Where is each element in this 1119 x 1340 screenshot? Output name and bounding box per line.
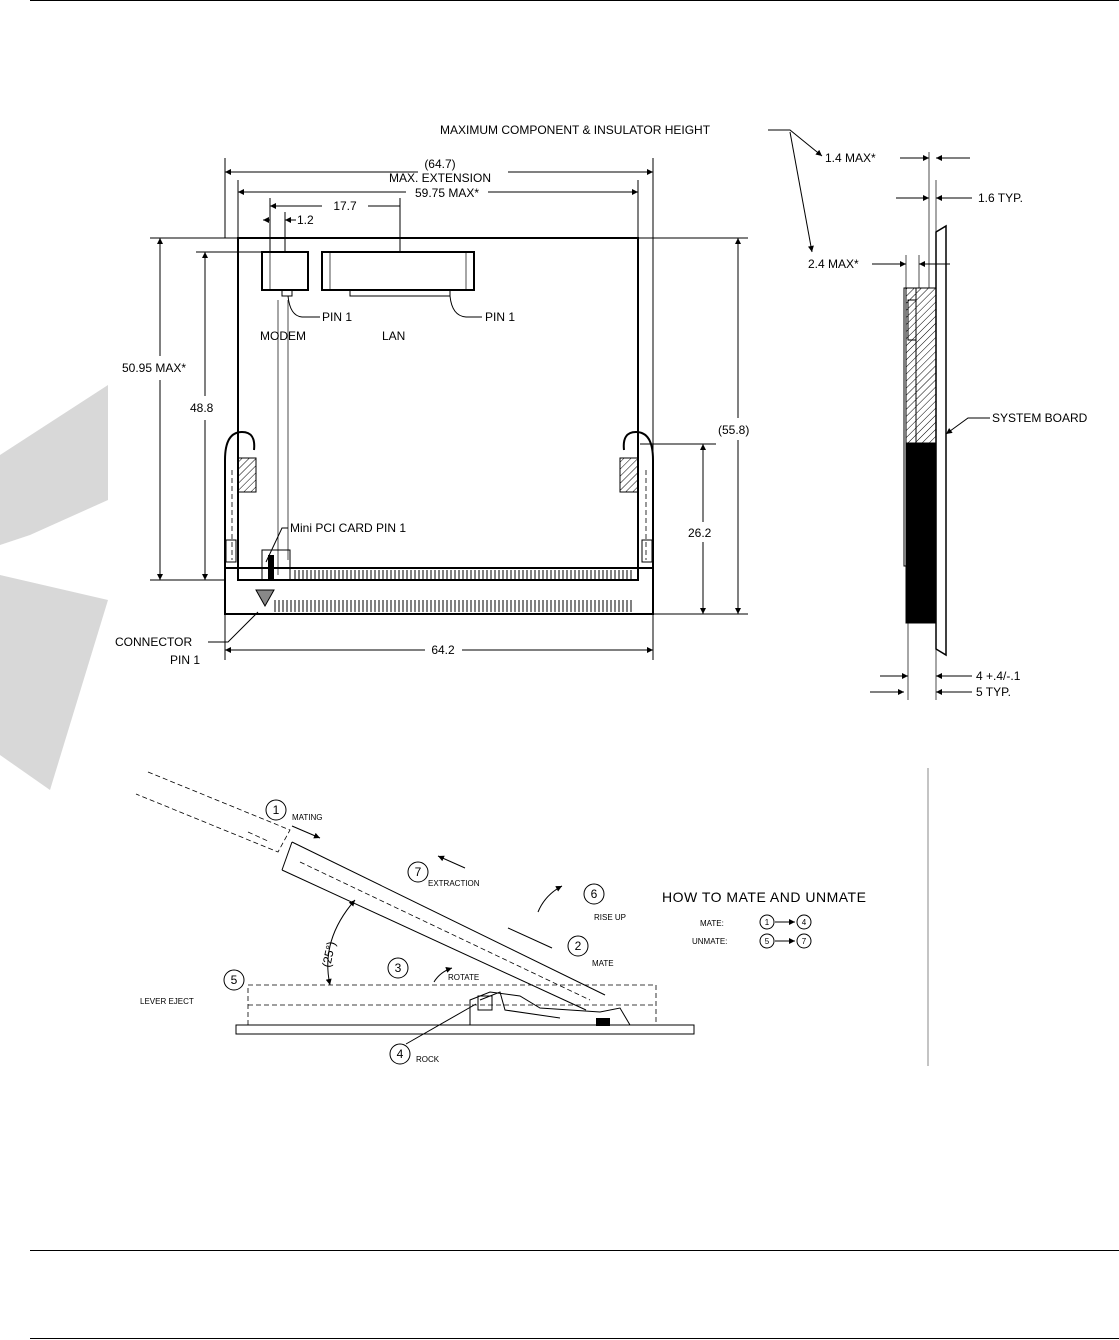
connector-pin1-marker	[255, 589, 275, 608]
dim-max-extension-label: MAX. EXTENSION	[389, 171, 491, 185]
dim-width-max: 59.75 MAX*	[415, 186, 479, 200]
modem-connector	[261, 251, 309, 291]
unmate-label: UNMATE:	[692, 937, 727, 946]
step-5-label: LEVER EJECT	[140, 997, 194, 1006]
system-board	[935, 224, 947, 657]
howto-title: HOW TO MATE AND UNMATE	[662, 889, 866, 905]
label-modem: MODEM	[260, 329, 306, 343]
step-3-num: 3	[395, 961, 402, 975]
step-5-num: 5	[231, 973, 238, 987]
mate-label: MATE:	[700, 919, 724, 928]
label-modem-pin1: PIN 1	[322, 310, 352, 324]
step-3-circle	[387, 957, 409, 979]
footer-rule-upper	[30, 1250, 1119, 1251]
dim-height-max: 50.95 MAX*	[122, 361, 186, 375]
step-6-circle	[583, 883, 605, 905]
step-6-num: 6	[591, 887, 598, 901]
step-6-label: RISE UP	[594, 913, 626, 922]
label-lan: LAN	[382, 329, 405, 343]
draft-watermark	[0, 385, 108, 790]
dim-48-8: 48.8	[190, 401, 214, 415]
label-connector-pin1-line1: CONNECTOR	[115, 635, 192, 649]
footer-rule-lower	[30, 1338, 1119, 1339]
side-view: 1.4 MAX* 1.6 TYP. 2.4 MAX* MAXIMUM COMPO…	[440, 123, 1088, 700]
step-2-circle	[567, 935, 589, 957]
step-5-circle	[223, 969, 245, 991]
dim-55-8: (55.8)	[718, 423, 749, 437]
step-2-label: MATE	[592, 959, 614, 968]
label-minipci-pin1: Mini PCI CARD PIN 1	[290, 521, 406, 535]
top-rule	[30, 0, 1119, 1]
step-1-label: MATING	[292, 813, 323, 822]
right-latch	[619, 430, 654, 568]
dim-max-extension-value: (64.7)	[424, 157, 455, 171]
unmate-to: 7	[802, 937, 807, 946]
step-4-num: 4	[397, 1047, 404, 1061]
step-7-label: EXTRACTION	[428, 879, 480, 888]
left-latch	[224, 430, 257, 568]
card-edge-pins	[274, 570, 632, 612]
dim-1-6-typ: 1.6 TYP.	[978, 191, 1023, 205]
step-3-label: ROTATE	[448, 973, 479, 982]
dim-4: 4 +.4/-.1	[976, 669, 1021, 683]
angle-label: (25°)	[319, 940, 338, 968]
dim-64-2: 64.2	[431, 643, 455, 657]
label-max-component-height: MAXIMUM COMPONENT & INSULATOR HEIGHT	[440, 123, 711, 137]
step-1-num: 1	[273, 803, 280, 817]
card-mating-position	[135, 771, 291, 853]
label-system-board: SYSTEM BOARD	[992, 411, 1088, 425]
mate-to: 4	[802, 918, 807, 927]
angle-arc	[325, 899, 356, 986]
step-2-num: 2	[575, 939, 582, 953]
step-7-num: 7	[415, 865, 422, 879]
mating-diagram: (25°) 1 MATING 2 MATE 3 ROTATE 4 ROCK 5 …	[135, 768, 929, 1066]
dim-1-4-max: 1.4 MAX*	[825, 151, 876, 165]
step-4-label: ROCK	[416, 1055, 440, 1064]
lan-connector	[321, 251, 475, 291]
step-1-circle	[265, 799, 287, 821]
dim-5-typ: 5 TYP.	[976, 685, 1011, 699]
unmate-from: 5	[765, 937, 770, 946]
connector-base	[224, 567, 654, 615]
card-angled	[281, 841, 606, 1011]
side-connector-body	[905, 287, 937, 444]
dim-26-2: 26.2	[688, 526, 712, 540]
mating-system-board	[235, 1024, 695, 1035]
step-7-circle	[407, 861, 429, 883]
label-lan-pin1: PIN 1	[485, 310, 515, 324]
label-connector-pin1-line2: PIN 1	[170, 653, 200, 667]
top-view: (64.7) MAX. EXTENSION 59.75 MAX* 17.7 1.…	[115, 157, 749, 667]
mate-from: 1	[765, 918, 770, 927]
dim-2-4-max: 2.4 MAX*	[808, 257, 859, 271]
step-4-circle	[389, 1043, 411, 1065]
dim-17-7: 17.7	[333, 199, 357, 213]
dim-1-2: 1.2	[297, 213, 314, 227]
